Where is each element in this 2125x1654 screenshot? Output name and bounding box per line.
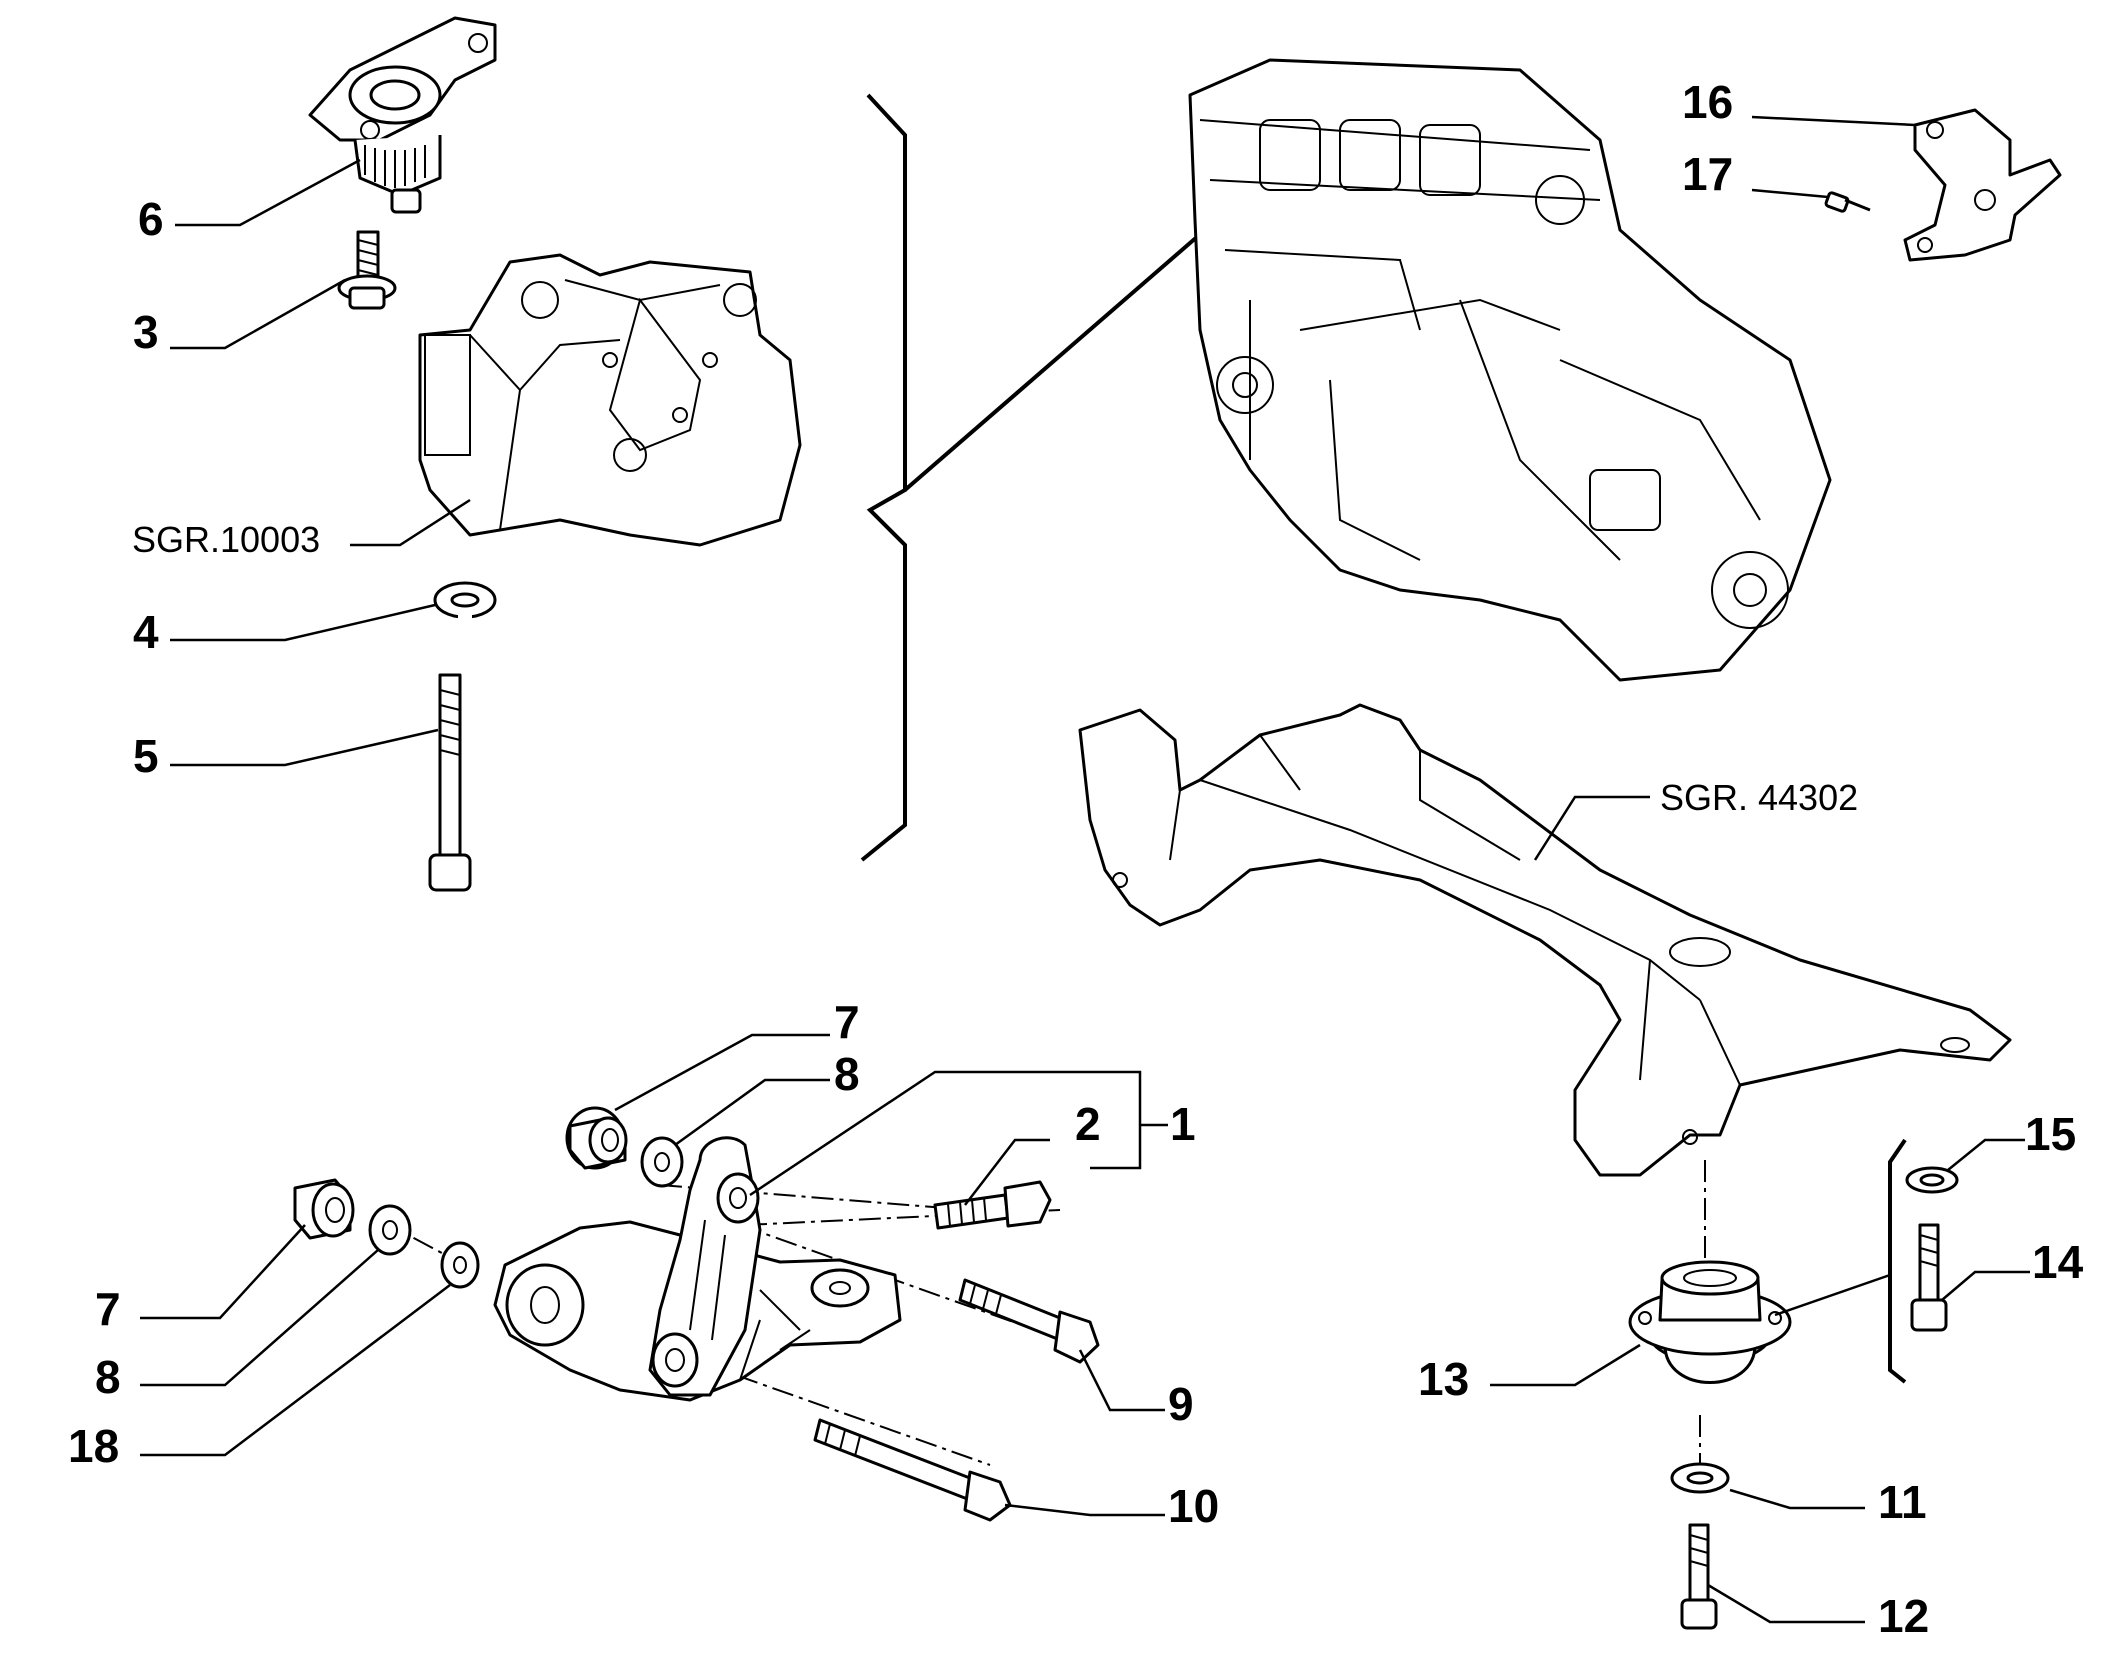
ref-sgr44302: SGR. 44302 — [1660, 777, 1858, 818]
leader-7-top — [614, 1033, 830, 1112]
part-8-washer-left — [368, 1204, 412, 1256]
leader-11 — [1729, 1488, 1865, 1510]
leader-15 — [1947, 1138, 2025, 1171]
leader-12 — [1707, 1583, 1865, 1624]
subframe — [1078, 703, 2012, 1177]
gearbox-mount-housing — [418, 253, 802, 547]
leader-7-left — [140, 1224, 306, 1320]
part-7-bushing-top — [565, 1106, 628, 1170]
callout-9: 9 — [1168, 1378, 1194, 1430]
part-18-washer — [440, 1241, 480, 1289]
part-11-washer — [1670, 1462, 1730, 1494]
callout-4: 4 — [133, 606, 159, 658]
part-14-bolt — [1910, 1223, 1948, 1332]
leader-sgr10003 — [350, 498, 471, 547]
leader-14 — [1941, 1270, 2030, 1301]
part-5-long-bolt — [428, 673, 472, 892]
part-10-bolt — [813, 1418, 1012, 1522]
bracket-leader — [903, 228, 1207, 492]
callout-13: 13 — [1418, 1353, 1469, 1405]
part-3-bolt — [337, 230, 397, 310]
leader-3 — [170, 278, 346, 350]
part-9-bolt — [958, 1278, 1100, 1364]
callout-8-top: 8 — [834, 1048, 860, 1100]
leader-6 — [175, 158, 361, 227]
engine-assembly — [1188, 58, 1832, 682]
leader-18 — [140, 1284, 451, 1457]
part-15-washer — [1905, 1166, 1959, 1194]
leader-13 — [1490, 1343, 1641, 1387]
callout-18: 18 — [68, 1420, 119, 1472]
callout-6: 6 — [138, 193, 164, 245]
group-bracket — [860, 93, 907, 862]
leader-10 — [1004, 1503, 1165, 1517]
callout-14: 14 — [2032, 1236, 2084, 1288]
callout-1: 1 — [1170, 1098, 1196, 1150]
callout-8-left: 8 — [95, 1351, 121, 1403]
part-13-rubber-mount — [1628, 1260, 1792, 1384]
leader-8-top — [674, 1078, 830, 1147]
callout-5: 5 — [133, 730, 159, 782]
part-16-bracket — [1903, 108, 2062, 262]
callout-3: 3 — [133, 306, 159, 358]
callout-2: 2 — [1075, 1098, 1101, 1150]
callout-16: 16 — [1682, 76, 1733, 128]
bracket-14-15 — [1888, 1138, 1907, 1384]
leader-5 — [170, 728, 439, 767]
leader-sgr44302 — [1533, 795, 1650, 861]
callout-11: 11 — [1878, 1476, 1927, 1528]
part-7-bushing-left — [293, 1178, 355, 1240]
part-4-washer — [433, 581, 497, 622]
ref-sgr10003: SGR.10003 — [132, 519, 320, 560]
callout-12: 12 — [1878, 1590, 1929, 1642]
part-2-bolt — [933, 1180, 1052, 1230]
part-8-washer-top — [640, 1136, 684, 1188]
part-6-mount — [308, 16, 497, 214]
part-12-bolt — [1680, 1523, 1718, 1630]
leader-1 — [749, 1070, 1142, 1197]
callout-7-top: 7 — [834, 996, 860, 1048]
part-1-torque-rod — [493, 1136, 902, 1402]
callout-17: 17 — [1682, 148, 1733, 200]
callout-10: 10 — [1168, 1480, 1219, 1532]
callout-7-left: 7 — [95, 1283, 121, 1335]
part-17-bolt — [1824, 191, 1871, 213]
leader-2 — [964, 1138, 1050, 1206]
leader-8-left — [140, 1249, 379, 1387]
leader-4 — [170, 603, 436, 642]
leader-9 — [1078, 1349, 1165, 1412]
callout-15: 15 — [2025, 1108, 2076, 1160]
